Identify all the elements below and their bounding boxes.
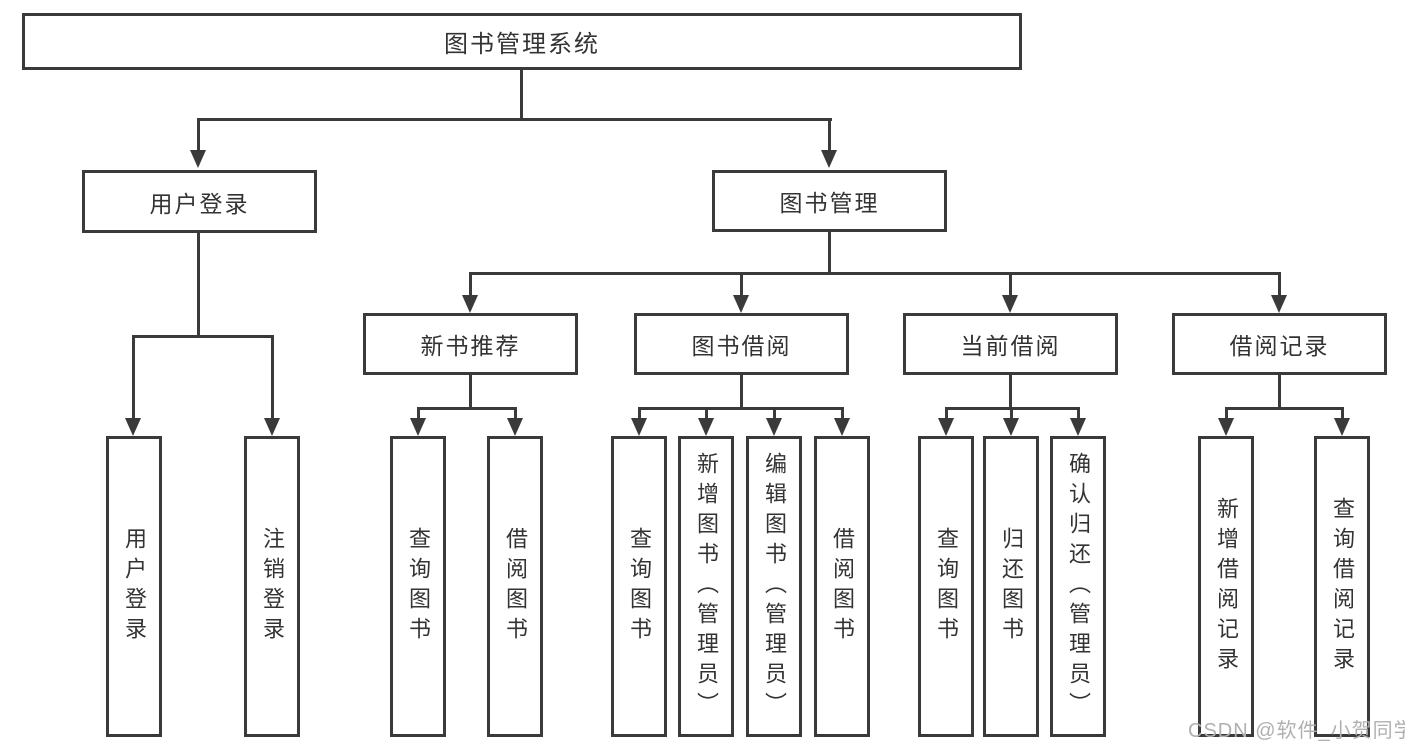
node-label: 当前借阅 (960, 333, 1061, 359)
node-label: 查询图书 (934, 526, 959, 647)
arrow-to-user-login (190, 118, 206, 168)
arrow-to-user-login-action (125, 335, 141, 436)
connector-book-management-split (469, 272, 1281, 275)
arrow-to-add-borrow-record (1218, 407, 1234, 436)
node-query-books-recommend: 查询图书 (390, 436, 446, 737)
arrow-to-query-borrow-record (1334, 407, 1350, 436)
arrow-to-current-borrow (1002, 272, 1018, 313)
node-label: 确认归还（管理员） (1066, 451, 1091, 722)
arrow-to-edit-books-admin (766, 407, 782, 436)
node-label: 借阅记录 (1229, 333, 1330, 359)
node-confirm-return-admin: 确认归还（管理员） (1050, 436, 1106, 737)
csdn-watermark: CSDN @软件_小贺同学 (1188, 720, 1405, 742)
arrow-to-borrow-books-recommend (507, 407, 523, 436)
node-book-borrow: 图书借阅 (634, 313, 849, 375)
connector-book-management-trunk (828, 232, 831, 272)
node-label: 查询图书 (406, 526, 431, 647)
node-label: 新增借阅记录 (1214, 496, 1239, 677)
node-logout-action: 注销登录 (244, 436, 300, 737)
node-label: 借阅图书 (830, 526, 855, 647)
arrow-to-query-books-recommend (410, 407, 426, 436)
node-book-management: 图书管理 (712, 170, 947, 232)
node-label: 注销登录 (260, 526, 285, 647)
arrow-to-add-books-admin (698, 407, 714, 436)
node-borrow-books: 借阅图书 (814, 436, 870, 737)
node-new-book-recommend: 新书推荐 (363, 313, 578, 375)
arrow-to-confirm-return-admin (1070, 407, 1086, 436)
node-label: 用户登录 (122, 526, 147, 647)
node-query-books-borrow: 查询图书 (611, 436, 667, 737)
node-query-books-current: 查询图书 (918, 436, 974, 737)
connector-current-borrow-trunk (1009, 375, 1012, 407)
arrow-to-query-books-borrow (631, 407, 647, 436)
arrow-to-book-borrow (733, 272, 749, 313)
node-add-books-admin: 新增图书（管理员） (678, 436, 734, 737)
node-label: 新增图书（管理员） (694, 451, 719, 722)
connector-new-book-recommend-trunk (469, 375, 472, 407)
node-label: 查询图书 (627, 526, 652, 647)
node-user-login-action: 用户登录 (106, 436, 162, 737)
node-label: 用户登录 (149, 190, 250, 217)
node-label: 图书借阅 (691, 333, 792, 359)
node-label: 查询借阅记录 (1330, 496, 1355, 677)
arrow-to-book-management (821, 118, 837, 168)
connector-book-borrow-trunk (740, 375, 743, 407)
node-library-management-system: 图书管理系统 (22, 13, 1022, 70)
node-borrow-books-recommend: 借阅图书 (487, 436, 543, 737)
node-label: 图书管理 (779, 190, 880, 216)
node-label: 图书管理系统 (444, 31, 600, 58)
connector-current-borrow-split (945, 407, 1080, 410)
arrow-to-borrow-record (1271, 272, 1287, 313)
connector-borrow-record-trunk (1278, 375, 1281, 407)
arrow-to-return-books (1003, 407, 1019, 436)
connector-root-split (197, 118, 832, 121)
node-borrow-record: 借阅记录 (1172, 313, 1387, 375)
node-user-login: 用户登录 (82, 170, 317, 233)
arrow-to-borrow-books (834, 407, 850, 436)
node-current-borrow: 当前借阅 (903, 313, 1118, 375)
node-edit-books-admin: 编辑图书（管理员） (746, 436, 802, 737)
node-return-books: 归还图书 (983, 436, 1039, 737)
connector-new-book-recommend-split (417, 407, 517, 410)
connector-root-trunk (520, 70, 523, 118)
node-label: 借阅图书 (503, 526, 528, 647)
connector-borrow-record-split (1225, 407, 1344, 410)
connector-user-login-split (132, 335, 273, 338)
arrow-to-query-books-current (938, 407, 954, 436)
arrow-to-new-book-recommend (462, 272, 478, 313)
connector-user-login-trunk (197, 233, 200, 335)
connector-book-borrow-split (638, 407, 844, 410)
arrow-to-logout-action (264, 335, 280, 436)
node-label: 归还图书 (999, 526, 1024, 647)
node-label: 新书推荐 (420, 333, 521, 359)
node-add-borrow-record: 新增借阅记录 (1198, 436, 1254, 737)
node-label: 编辑图书（管理员） (762, 451, 787, 722)
node-query-borrow-record: 查询借阅记录 (1314, 436, 1370, 737)
